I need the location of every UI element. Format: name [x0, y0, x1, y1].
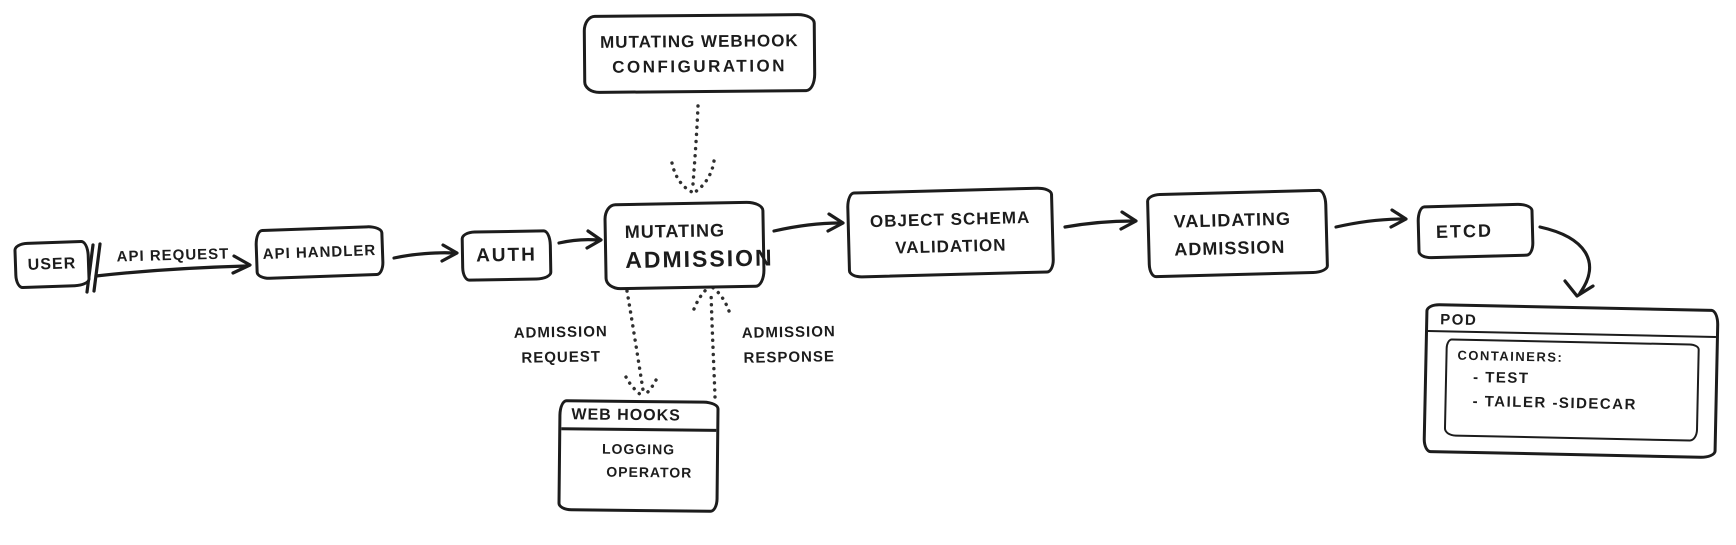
- api-request-arrowhead: [231, 254, 252, 275]
- node-mutating-webhook-configuration: MUTATING WEBHOOK CONFIGURATION: [582, 12, 817, 95]
- edge-label-admission-request: ADMISSION REQUEST: [502, 319, 621, 371]
- node-api-handler-label: API HANDLER: [262, 242, 377, 263]
- node-mutating-admission: MUTATING ADMISSION: [603, 200, 774, 291]
- webhooks-body: LOGGING OPERATOR: [561, 430, 717, 485]
- dotted-arrow-admission-request: [625, 289, 645, 392]
- webhooks-title: WEB HOOKS: [561, 402, 717, 432]
- dotted-arrowhead-request-right: [642, 378, 658, 398]
- node-object-schema-line1: OBJECT SCHEMA: [869, 207, 1031, 231]
- arrowhead-auth-mutating: [585, 229, 603, 250]
- node-auth: AUTH: [460, 229, 553, 282]
- dotted-arrowhead-config-left: [670, 161, 694, 194]
- arrow-apihandler-auth: [392, 251, 456, 260]
- api-request-arrow: [94, 264, 248, 278]
- node-mutating-admission-line1: MUTATING: [624, 219, 726, 242]
- config-line1: MUTATING WEBHOOK: [600, 30, 799, 52]
- arrowhead-validating-etcd: [1389, 208, 1408, 229]
- node-user-label: USER: [27, 254, 77, 274]
- admission-response-line1: ADMISSION: [741, 323, 836, 342]
- pod-container-item: - TAILER -SIDECAR: [1472, 392, 1638, 414]
- dotted-arrowhead-response-right: [710, 285, 731, 313]
- admission-request-line1: ADMISSION: [513, 323, 608, 342]
- arrow-auth-mutating: [557, 238, 600, 245]
- arrow-etcd-pod: [1538, 225, 1592, 295]
- user-box-double-edge-stroke-2: [92, 242, 102, 293]
- dotted-arrowhead-request-left: [624, 375, 644, 398]
- webhooks-body-line2: OPERATOR: [606, 463, 693, 481]
- node-pod: POD CONTAINERS: - TEST - TAILER -SIDECAR: [1422, 302, 1720, 460]
- arrowhead-apihandler-auth: [440, 243, 459, 263]
- node-object-schema-validation: OBJECT SCHEMA VALIDATION: [845, 186, 1056, 279]
- node-webhooks: WEB HOOKS LOGGING OPERATOR: [557, 399, 720, 513]
- admission-response-line2: RESPONSE: [743, 348, 836, 367]
- node-mutating-admission-line2: ADMISSION: [625, 243, 774, 273]
- edge-label-admission-response: ADMISSION RESPONSE: [718, 319, 861, 371]
- pod-containers-box: CONTAINERS: - TEST - TAILER -SIDECAR: [1443, 338, 1700, 442]
- node-validating-admission-line1: VALIDATING: [1173, 208, 1292, 232]
- node-auth-label: AUTH: [475, 243, 538, 267]
- arrow-mutating-objectschema: [772, 221, 842, 233]
- node-user: USER: [13, 239, 91, 290]
- node-object-schema-line2: VALIDATION: [894, 235, 1007, 257]
- pod-title: POD: [1427, 306, 1717, 339]
- config-line2: CONFIGURATION: [612, 55, 788, 77]
- dotted-arrow-admission-response: [709, 289, 717, 399]
- node-api-handler: API HANDLER: [254, 224, 385, 281]
- node-validating-admission-line2: ADMISSION: [1174, 236, 1286, 260]
- arrowhead-mutating-objectschema: [826, 212, 845, 233]
- dotted-arrowhead-response-left: [692, 285, 711, 311]
- node-etcd: ETCD: [1416, 202, 1535, 260]
- admission-request-line2: REQUEST: [521, 348, 602, 367]
- node-etcd-label: ETCD: [1435, 220, 1494, 242]
- node-validating-admission: VALIDATING ADMISSION: [1145, 188, 1330, 279]
- arrowhead-objectschema-validating: [1119, 210, 1138, 231]
- arrow-objectschema-validating: [1063, 219, 1135, 229]
- dotted-arrowhead-config-right: [693, 159, 716, 194]
- webhooks-body-line1: LOGGING: [601, 440, 676, 458]
- arrow-validating-etcd: [1334, 217, 1405, 229]
- dotted-arrow-config-mutating: [691, 104, 700, 186]
- arrowhead-etcd-pod: [1563, 279, 1595, 298]
